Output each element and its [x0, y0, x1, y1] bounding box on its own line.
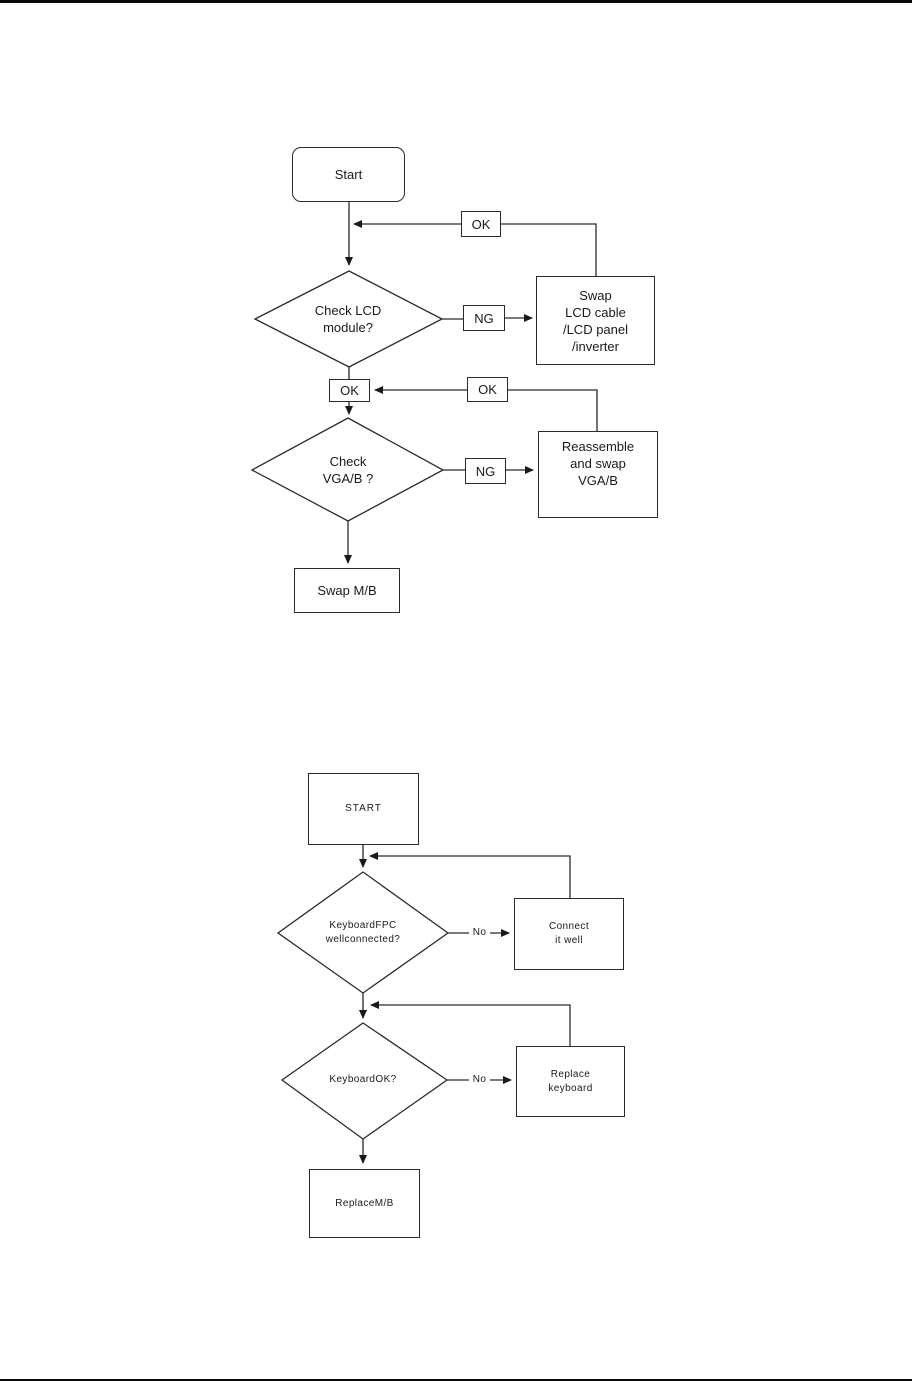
ng2-label: NG — [475, 463, 496, 479]
decision-check-vgab-label: Check VGA/B ? — [322, 454, 374, 486]
start-node-lcd: Start — [292, 147, 405, 202]
line-connect-feedback — [369, 852, 571, 898]
terminal-swap-mb-label: Swap M/B — [317, 583, 377, 598]
ng1-connector: NG — [463, 305, 505, 331]
decision-diamond-check-vgab — [250, 417, 445, 522]
decision-diamond-keyboard-fpc — [276, 871, 450, 994]
line-swaplcd-to-oktop — [501, 223, 597, 276]
page-footer-rule — [0, 1379, 912, 1381]
decision-diamond-check-lcd — [253, 270, 444, 368]
action-reassemble-node: Reassemble and swap VGA/B — [538, 431, 658, 518]
action-replace-keyboard-node: Replace keyboard — [516, 1046, 625, 1117]
ng2-connector: NG — [465, 458, 506, 484]
start-node-keyboard-label: START — [345, 803, 382, 814]
start-node-keyboard: START — [308, 773, 419, 845]
ok-feedback-mid-label: OK — [478, 382, 497, 397]
terminal-swap-mb-node: Swap M/B — [294, 568, 400, 613]
decision-keyboard-ok-label: KeyboardOK? — [329, 1074, 397, 1085]
line-replacekb-feedback — [370, 1001, 571, 1046]
terminal-replace-mb-label: ReplaceM/B — [335, 1197, 394, 1209]
page-top-bar — [0, 0, 912, 3]
ok-mid-label: OK — [340, 383, 359, 398]
start-node-lcd-label: Start — [334, 167, 363, 182]
ng1-label: NG — [474, 310, 494, 326]
ok-feedback-top-label: OK — [471, 216, 491, 232]
line-reassemble-to-okmid — [508, 389, 598, 431]
decision-diamond-keyboard-ok — [280, 1022, 449, 1140]
ok-feedback-mid-connector: OK — [467, 377, 508, 402]
ok-mid-connector: OK — [329, 379, 370, 402]
ok-feedback-top-connector: OK — [461, 211, 501, 237]
decision-keyboard-fpc-label: KeyboardFPC wellconnected? — [325, 920, 401, 945]
no1-label: No — [472, 927, 487, 938]
no2-label: No — [472, 1074, 487, 1085]
decision-check-lcd-label: Check LCD module? — [314, 303, 382, 335]
action-swap-lcd-node: Swap LCD cable /LCD panel /inverter — [536, 276, 655, 365]
terminal-replace-mb-node: ReplaceM/B — [309, 1169, 420, 1238]
action-connect-node: Connect it well — [514, 898, 624, 970]
